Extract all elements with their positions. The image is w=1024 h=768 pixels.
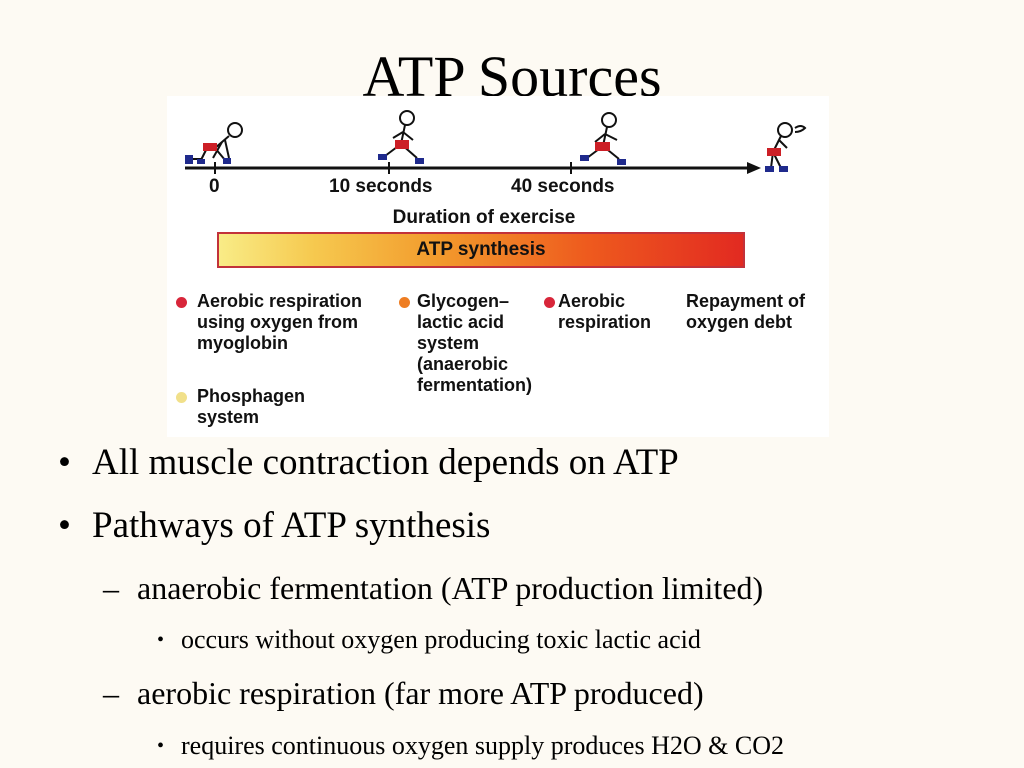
atp-synthesis-label: ATP synthesis xyxy=(416,239,546,260)
sub-sub-bullet-text: requires continuous oxygen supply produc… xyxy=(181,731,784,760)
sub-sub-bullet-text: occurs without oxygen producing toxic la… xyxy=(181,625,701,654)
sub-bullet-text: anaerobic fermentation (ATP production l… xyxy=(137,570,764,606)
runner-exhausted-icon xyxy=(765,122,807,172)
legend-phosphagen: Phosphagen system xyxy=(197,386,306,427)
legend-aerobic-respiration: Aerobic respiration xyxy=(558,291,652,332)
legend-dot-glycogen xyxy=(399,297,410,308)
legend-dot-aerobic-myoglobin xyxy=(176,297,187,308)
legend-oxygen-debt: Repayment of oxygen debt xyxy=(686,291,806,332)
runner-running-icon xyxy=(580,112,626,165)
runner-sprint-icon xyxy=(378,110,424,164)
tick-label-40-seconds: 40 seconds xyxy=(511,176,615,197)
legend-dot-aerobic xyxy=(544,297,555,308)
bullet-text: All muscle contraction depends on ATP xyxy=(92,442,679,483)
exercise-timeline-illustration xyxy=(185,110,807,174)
atp-synthesis-bar: ATP synthesis xyxy=(217,232,745,268)
legend-glycogen-lactic-acid: Glycogen– lactic acid system (anaerobic … xyxy=(417,291,533,395)
atp-sources-figure: 0 10 seconds 40 seconds Duration of exer… xyxy=(167,96,829,437)
tick-label-10-seconds: 10 seconds xyxy=(329,176,433,197)
legend-dot-phosphagen xyxy=(176,392,187,403)
sub-bullet-text: aerobic respiration (far more ATP produc… xyxy=(137,675,704,711)
axis-label: Duration of exercise xyxy=(392,207,576,228)
tick-label-0: 0 xyxy=(209,176,220,197)
legend-aerobic-myoglobin: Aerobic respiration using oxygen from my… xyxy=(197,291,363,353)
timeline-arrowhead xyxy=(747,162,761,174)
runner-start-icon xyxy=(197,122,243,164)
bullet-text: Pathways of ATP synthesis xyxy=(92,505,491,546)
